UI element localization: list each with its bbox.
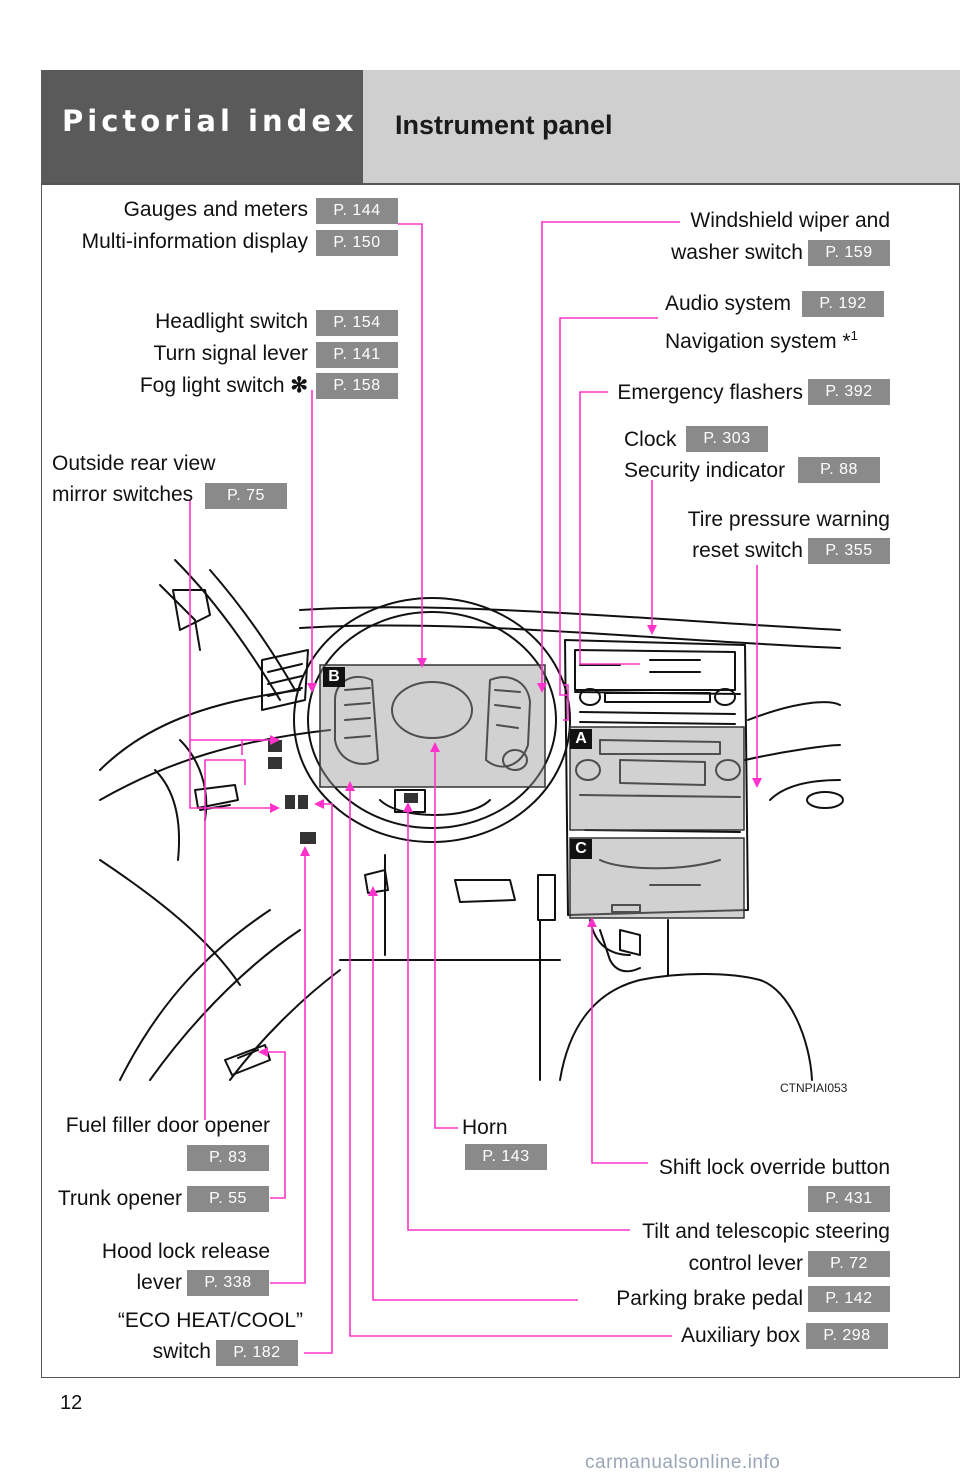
trunk-page-ref[interactable]: P. 55: [187, 1186, 269, 1212]
eco-label-line2: switch: [152, 1340, 211, 1363]
shift-lock-label: Shift lock override button: [658, 1156, 890, 1179]
tire-label-line1: Tire pressure warning: [687, 508, 890, 531]
wiper-label-line2: washer switch: [671, 241, 803, 264]
page-title: Instrument panel: [395, 110, 613, 140]
outside-mirror-page-ref[interactable]: P. 75: [205, 483, 287, 509]
parking-page-ref[interactable]: P. 142: [808, 1286, 890, 1312]
audio-page-ref[interactable]: P. 192: [802, 291, 884, 317]
security-label: Security indicator: [624, 459, 786, 482]
fog-light-label: Fog light switch ✻: [139, 374, 308, 397]
tire-page-ref[interactable]: P. 355: [808, 538, 890, 564]
security-page-ref[interactable]: P. 88: [798, 457, 880, 483]
parking-label: Parking brake pedal: [616, 1287, 803, 1310]
watermark: carmanualsonline.info: [585, 1452, 781, 1473]
optional-equipment-icon: ✻: [290, 374, 308, 397]
navigation-footnote: 1: [850, 328, 858, 343]
header-tab: [41, 70, 363, 183]
horn-page-ref[interactable]: P. 143: [465, 1144, 547, 1170]
fuel-door-page-ref[interactable]: P. 83: [187, 1145, 269, 1171]
section-title: Pictorial index: [62, 104, 358, 138]
trunk-label: Trunk opener: [57, 1187, 182, 1210]
gauges-label: Gauges and meters: [123, 198, 308, 221]
fuel-door-label: Fuel filler door opener: [65, 1114, 270, 1137]
header-rule: [41, 183, 960, 185]
multi-info-page-ref[interactable]: P. 150: [316, 230, 398, 256]
aux-page-ref[interactable]: P. 298: [806, 1323, 888, 1349]
aux-label: Auxiliary box: [680, 1324, 800, 1347]
tire-label-line2: reset switch: [692, 539, 803, 562]
outside-mirror-label-line2: mirror switches: [52, 483, 194, 506]
gauges-page-ref[interactable]: P. 144: [316, 198, 398, 224]
header-bar: [363, 70, 960, 183]
eco-label-line1: “ECO HEAT/COOL”: [117, 1309, 303, 1332]
headlight-page-ref[interactable]: P. 154: [316, 310, 398, 336]
outside-mirror-label-line1: Outside rear view: [52, 452, 216, 475]
wiper-page-ref[interactable]: P. 159: [808, 240, 890, 266]
clock-page-ref[interactable]: P. 303: [686, 426, 768, 452]
hood-label-line2: lever: [136, 1271, 182, 1294]
shift-lock-page-ref[interactable]: P. 431: [808, 1186, 890, 1212]
tilt-page-ref[interactable]: P. 72: [808, 1251, 890, 1277]
headlight-label: Headlight switch: [155, 310, 308, 333]
wiper-label-line1: Windshield wiper and: [690, 209, 890, 232]
figure-code: CTNPIAI053: [780, 1081, 848, 1095]
flashers-page-ref[interactable]: P. 392: [808, 379, 890, 405]
audio-label: Audio system: [665, 292, 792, 315]
multi-info-label: Multi-information display: [81, 230, 308, 253]
navigation-label: Navigation system *1: [665, 328, 858, 353]
turn-signal-page-ref[interactable]: P. 141: [316, 342, 398, 368]
marker-c: C: [570, 839, 592, 859]
page-number: 12: [60, 1392, 83, 1414]
clock-label: Clock: [624, 428, 677, 451]
marker-a: A: [570, 729, 592, 749]
horn-label: Horn: [462, 1116, 508, 1139]
fog-light-page-ref[interactable]: P. 158: [316, 373, 398, 399]
hood-label-line1: Hood lock release: [101, 1240, 270, 1263]
flashers-label: Emergency flashers: [617, 381, 803, 404]
hood-page-ref[interactable]: P. 338: [187, 1270, 269, 1296]
eco-page-ref[interactable]: P. 182: [216, 1340, 298, 1366]
tilt-label-line1: Tilt and telescopic steering: [642, 1220, 890, 1243]
tilt-label-line2: control lever: [688, 1252, 803, 1275]
marker-b: B: [323, 667, 345, 687]
turn-signal-label: Turn signal lever: [153, 342, 308, 365]
